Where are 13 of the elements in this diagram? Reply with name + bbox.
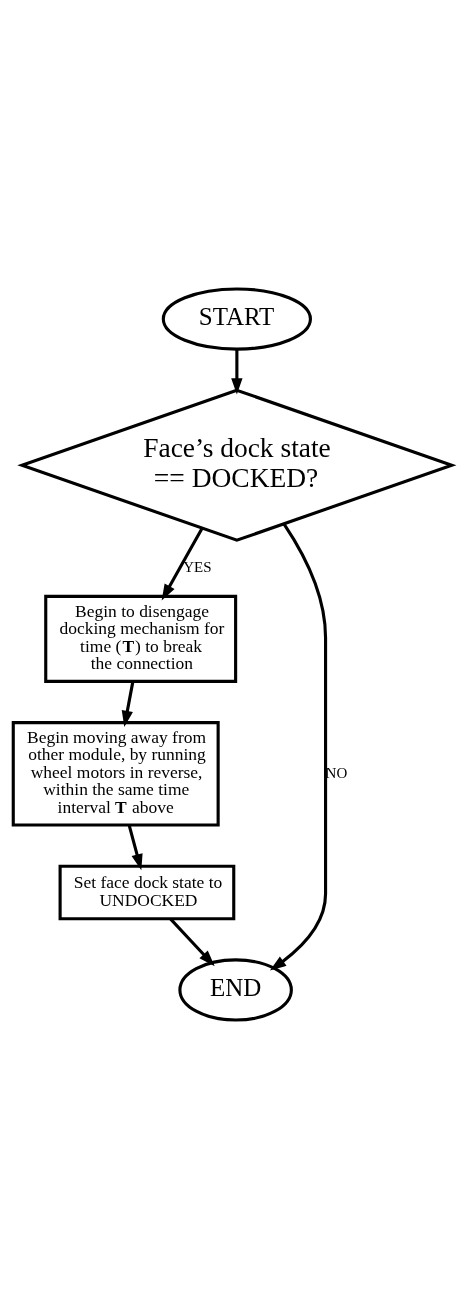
node-diamond: Face’s dock state == DOCKED? (17, 388, 457, 542)
node-ellipse: START (161, 286, 312, 351)
arrow (127, 824, 143, 870)
edge-label: NO (325, 764, 348, 781)
arrow (121, 680, 135, 727)
node-box: Set face dock state to UNDOCKED (58, 864, 236, 920)
arrow (231, 348, 243, 394)
arrow (269, 522, 328, 971)
arrow (161, 527, 204, 600)
arrow (169, 917, 215, 966)
edge-label: YES (183, 558, 212, 575)
node-box: Begin moving away from other module, by running wheel motors in reverse, within the same time interval T above (11, 720, 220, 827)
node-box: Begin to disengage docking mechanism for time (T) to break the connection (44, 594, 238, 683)
